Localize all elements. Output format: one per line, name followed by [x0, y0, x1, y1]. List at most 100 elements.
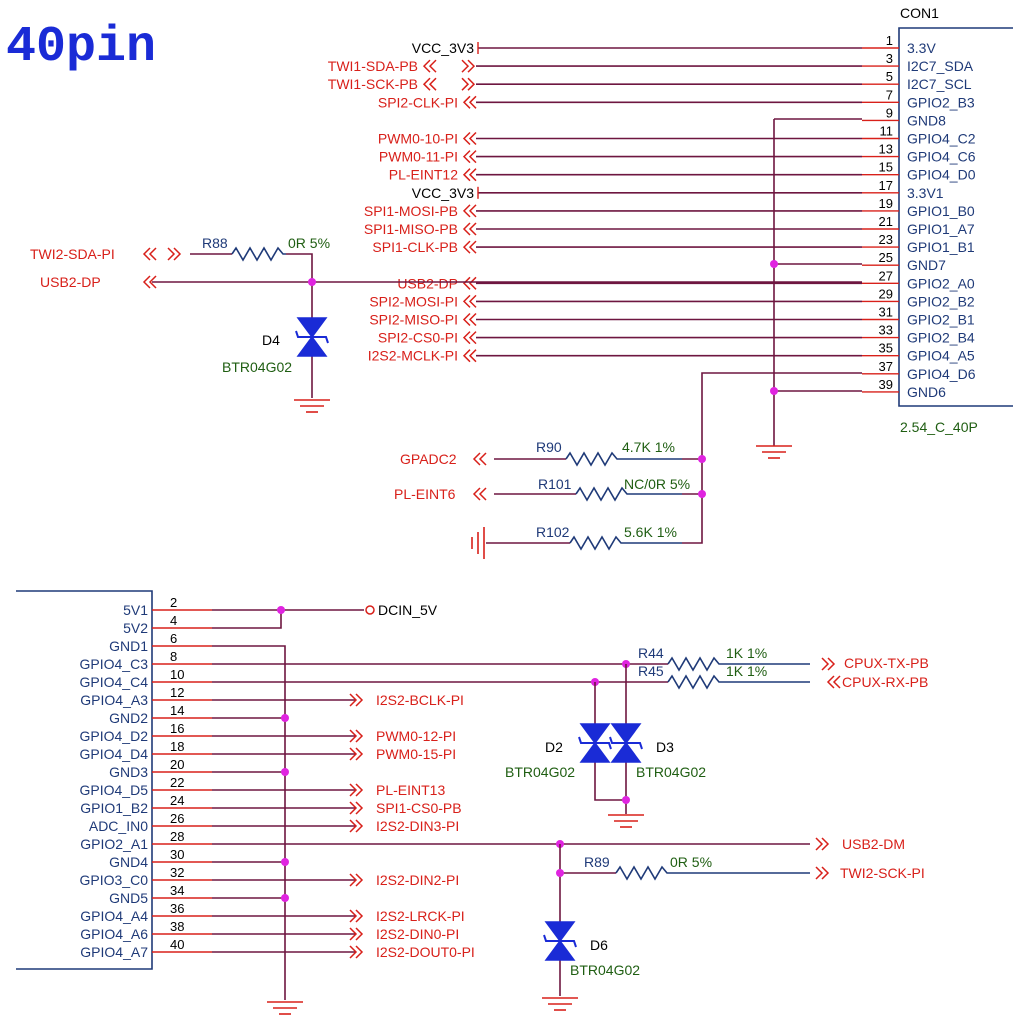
- r101-value: NC/0R 5%: [624, 476, 690, 492]
- net-label: SPI2-MISO-PI: [369, 312, 458, 328]
- junction-dot: [770, 387, 778, 395]
- net-cpux-tx: CPUX-TX-PB: [844, 655, 929, 671]
- wire-r88-d4: [286, 253, 313, 318]
- net-dcin: DCIN_5V: [378, 602, 438, 618]
- net-label: I2S2-LRCK-PI: [376, 908, 465, 924]
- pin-name: GPIO2_B1: [907, 312, 975, 328]
- pin-number: 40: [170, 937, 184, 952]
- net-label: I2S2-BCLK-PI: [376, 692, 464, 708]
- net-usb2-dp: USB2-DP: [40, 274, 101, 290]
- pin-name: GPIO4_A6: [80, 926, 148, 942]
- con2-pin: 26 ADC_IN0 I2S2-DIN3-PI: [89, 811, 459, 834]
- bottom-wiring: DCIN_5V: [212, 602, 810, 1015]
- junction-dot: [281, 894, 289, 902]
- net-label: PWM0-10-PI: [378, 131, 458, 147]
- pin-name: GPIO1_B1: [907, 239, 975, 255]
- d3-part: BTR04G02: [636, 764, 706, 780]
- ground-symbol: [608, 814, 644, 828]
- pin-name: GPIO4_D2: [80, 728, 149, 744]
- dcin-port-circle: [365, 605, 375, 615]
- pin-name: GND7: [907, 257, 946, 273]
- pin-name: I2C7_SDA: [907, 58, 974, 74]
- d6-part: BTR04G02: [570, 962, 640, 978]
- net-label: I2S2-DIN3-PI: [376, 818, 459, 834]
- junction-dot: [281, 768, 289, 776]
- net-label: PWM0-11-PI: [379, 149, 458, 165]
- port-pl-eint6: PL-EINT6: [394, 486, 487, 502]
- pin-name: GPIO2_B2: [907, 293, 975, 309]
- pin-name: GPIO4_D0: [907, 167, 976, 183]
- net-label: SPI2-CS0-PI: [378, 330, 458, 346]
- net-gpadc2: GPADC2: [400, 451, 457, 467]
- resistor-r88: R88 0R 5%: [202, 235, 330, 262]
- pin-number: 36: [170, 901, 184, 916]
- pin-number: 8: [170, 649, 177, 664]
- resistor-r89: R89 0R 5%: [584, 854, 810, 881]
- pin-number: 33: [879, 323, 893, 338]
- pin-number: 25: [879, 250, 893, 265]
- pin-number: 5: [886, 69, 893, 84]
- pin-number: 15: [879, 160, 893, 175]
- net-label: TWI1-SDA-PB: [328, 58, 418, 74]
- resistor-r45: R45 1K 1%: [638, 663, 810, 690]
- pin-name: ADC_IN0: [89, 818, 148, 834]
- pin-name: GPIO4_D6: [907, 366, 976, 382]
- net-label: I2S2-DIN0-PI: [376, 926, 459, 942]
- net-pl-eint6: PL-EINT6: [394, 486, 456, 502]
- port-usb2-dm: USB2-DM: [815, 836, 905, 852]
- pin-name: GPIO4_D4: [80, 746, 149, 762]
- pin-number: 27: [879, 268, 893, 283]
- diode-d3: D3 BTR04G02: [609, 723, 706, 780]
- pin-number: 35: [879, 341, 893, 356]
- pin-name: GPIO4_C3: [80, 656, 149, 672]
- pin-number: 23: [879, 232, 893, 247]
- r44-ref: R44: [638, 645, 664, 661]
- net-label: SPI2-CLK-PI: [378, 94, 458, 110]
- connector-con2: 25V145V26GND18GPIO4_C310GPIO4_C412GPIO4_…: [16, 590, 475, 970]
- pin-number: 6: [170, 631, 177, 646]
- junction-dot: [556, 869, 564, 877]
- port-cpux-rx: CPUX-RX-PB: [826, 674, 928, 690]
- pin-name: GPIO1_B2: [80, 800, 148, 816]
- d2-ref: D2: [545, 739, 563, 755]
- r90-value: 4.7K 1%: [622, 439, 675, 455]
- net-label: I2S2-DIN2-PI: [376, 872, 459, 888]
- junction-dot: [770, 260, 778, 268]
- d3-ref: D3: [656, 739, 674, 755]
- con2-body: [16, 590, 153, 970]
- pin-number: 37: [879, 359, 893, 374]
- net-twi2-sda: TWI2-SDA-PI: [30, 246, 115, 262]
- pin-number: 26: [170, 811, 184, 826]
- r45-value: 1K 1%: [726, 663, 767, 679]
- d4-ref: D4: [262, 332, 280, 348]
- r90-ref: R90: [536, 439, 562, 455]
- net-usb2-dm: USB2-DM: [842, 836, 905, 852]
- pin-name: GND5: [109, 890, 148, 906]
- port-twi2-sda: TWI2-SDA-PI: [30, 246, 182, 262]
- r101-ref: R101: [538, 476, 572, 492]
- pin-name: 5V2: [123, 620, 148, 636]
- ground-symbol: [471, 527, 485, 559]
